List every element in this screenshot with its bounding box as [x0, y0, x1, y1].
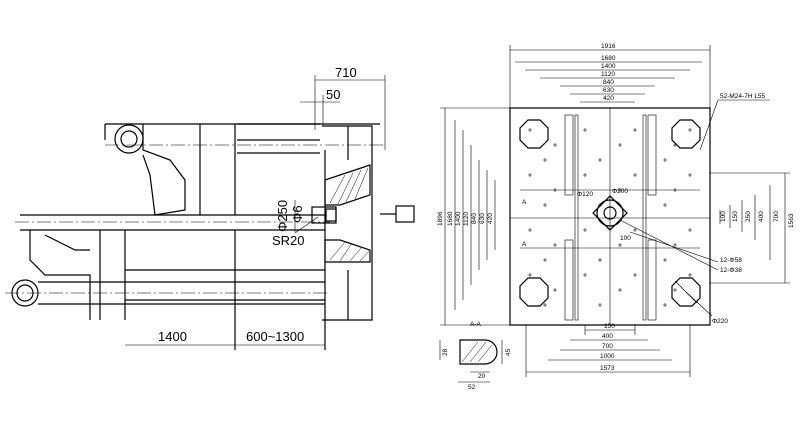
bolt-hole [528, 173, 532, 177]
dim-45: 45 [505, 348, 512, 356]
tie-bar-hole-tr [671, 119, 701, 149]
dim-700-bottom: 700 [602, 343, 613, 350]
dim-400-right: 400 [758, 211, 765, 222]
dim-630-top: 630 [603, 87, 614, 94]
tie-bar-hole-bl [519, 277, 549, 307]
bolt-hole [633, 173, 637, 177]
bolt-hole [543, 203, 547, 207]
dim-1896-left: 1896 [437, 211, 444, 226]
dim-420-left: 420 [487, 213, 494, 224]
bolt-hole [673, 143, 677, 147]
bolt-hole [543, 258, 547, 262]
dim-1573-bottom: 1573 [600, 365, 615, 372]
dim-710: 710 [335, 65, 357, 80]
bolt-hole [663, 203, 667, 207]
dim-600-1300: 600~1300 [246, 329, 304, 344]
bolt-hole [618, 243, 622, 247]
bolt-hole [528, 128, 532, 132]
bolt-hole [598, 203, 602, 207]
tie-bar-hole-tl [519, 119, 549, 149]
ejector-rod [395, 205, 415, 223]
dim-400-bottom: 400 [602, 333, 613, 340]
side-view: 710 50 Φ250 Φ6 SR20 1400 600~1300 [5, 65, 415, 350]
bolt-hole [663, 158, 667, 162]
bolt-hole [633, 228, 637, 232]
bolt-hole [543, 158, 547, 162]
dim-1680-top: 1680 [601, 55, 616, 62]
dim-phi120: Φ120 [577, 191, 593, 198]
dim-630-left: 630 [479, 213, 486, 224]
bolt-hole [528, 273, 532, 277]
section-title: A-A [470, 321, 482, 328]
dim-1000-bottom: 1000 [600, 353, 615, 360]
bolt-hole [583, 228, 587, 232]
hole-callout-220: Φ220 [712, 318, 728, 325]
dim-840-top: 840 [603, 79, 614, 86]
bolt-hole [688, 228, 692, 232]
dim-700-right: 700 [773, 211, 780, 222]
thread-callout: 52-M24-7H L55 [720, 93, 766, 100]
bolt-hole [598, 303, 602, 307]
bolt-hole [618, 143, 622, 147]
bolt-hole [688, 128, 692, 132]
bolt-hole [583, 173, 587, 177]
dim-1400-top: 1400 [601, 63, 616, 70]
bolt-hole [663, 303, 667, 307]
bolt-hole [688, 273, 692, 277]
dim-phi250: Φ250 [275, 200, 290, 232]
bolt-hole [618, 288, 622, 292]
hole-callout-58: 12-Φ58 [720, 257, 742, 264]
bolt-hole [598, 258, 602, 262]
dim-sr20: SR20 [272, 233, 305, 248]
dim-250-right: 250 [745, 211, 752, 222]
upper-tie-bar-eye [114, 124, 144, 154]
dim-150-right: 150 [732, 211, 739, 222]
dim-150-bottom: 150 [604, 323, 615, 330]
dim-1916-top: 1916 [601, 43, 616, 50]
hole-callout-38: 12-Φ38 [720, 267, 742, 274]
tie-bar-hole-br [671, 277, 701, 307]
bolt-hole [673, 243, 677, 247]
dim-840-left: 840 [471, 213, 478, 224]
section-detail-a-a: A-A 28 45 20 52 [439, 321, 512, 391]
bolt-hole [553, 243, 557, 247]
dim-100-right: 100 [720, 211, 727, 222]
dim-1680-left: 1680 [447, 211, 454, 226]
dim-50: 50 [326, 87, 340, 102]
bolt-hole [528, 228, 532, 232]
bolt-hole [553, 288, 557, 292]
dim-20: 20 [478, 373, 486, 380]
bolt-hole [583, 128, 587, 132]
section-mark-a: A [522, 199, 527, 206]
bolt-hole [543, 303, 547, 307]
dim-phi200: Φ200 [612, 188, 628, 195]
bolt-hole-pattern [528, 128, 692, 307]
bolt-hole [618, 188, 622, 192]
dim-1120-left: 1120 [463, 212, 470, 226]
bolt-hole [633, 128, 637, 132]
platen-view: 1916 1680 1400 1120 840 630 420 1896 168… [437, 43, 795, 377]
section-mark-a-2: A [522, 241, 527, 248]
dim-1400-left: 1400 [455, 211, 462, 226]
dim-52: 52 [468, 384, 476, 391]
bolt-hole [583, 273, 587, 277]
dim-1563-right: 1563 [788, 213, 795, 228]
bolt-hole [553, 143, 557, 147]
bolt-hole [688, 173, 692, 177]
bolt-hole [598, 158, 602, 162]
bolt-hole [673, 288, 677, 292]
dim-1120-top: 1120 [601, 71, 615, 78]
dim-1400: 1400 [158, 329, 187, 344]
bolt-hole [663, 258, 667, 262]
bolt-hole [673, 188, 677, 192]
dim-phi6: Φ6 [290, 205, 305, 223]
dim-28: 28 [442, 348, 449, 356]
dim-420-top: 420 [603, 95, 614, 102]
bolt-hole [553, 188, 557, 192]
center-locating-ring [596, 199, 624, 227]
bolt-hole [633, 273, 637, 277]
dim-100-center: 100 [620, 235, 631, 242]
